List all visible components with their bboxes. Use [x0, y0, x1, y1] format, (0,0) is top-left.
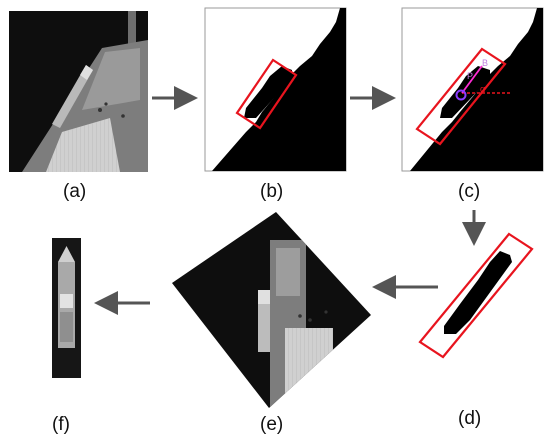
mask-land-b: [212, 8, 346, 171]
label-c: (c): [458, 181, 480, 202]
panel-f-ship-chip: [52, 238, 81, 378]
center-point-marker: [455, 89, 467, 101]
bounding-box-c: [415, 47, 507, 146]
label-e: (e): [260, 414, 283, 435]
bounding-box-b: [235, 58, 298, 130]
panel-a-satellite-image: [9, 11, 148, 172]
panel-d-cropped-mask: [418, 232, 534, 359]
direction-line: [461, 65, 483, 94]
mask-land-c: [410, 8, 543, 171]
label-f: (f): [52, 414, 70, 435]
panel-e-rotated-image: [172, 212, 371, 408]
panel-c-angle-estimation: α P B: [401, 7, 544, 172]
label-d: (d): [458, 408, 481, 429]
panel-b-binary-mask: [204, 7, 347, 172]
label-b: (b): [260, 181, 283, 202]
label-a: (a): [63, 181, 86, 202]
alpha-symbol: α: [480, 84, 485, 94]
ship-mask-d: [444, 251, 512, 334]
bounding-box-d: [418, 232, 534, 359]
label-point-p: P: [467, 71, 473, 81]
label-point-b: B: [482, 58, 488, 68]
